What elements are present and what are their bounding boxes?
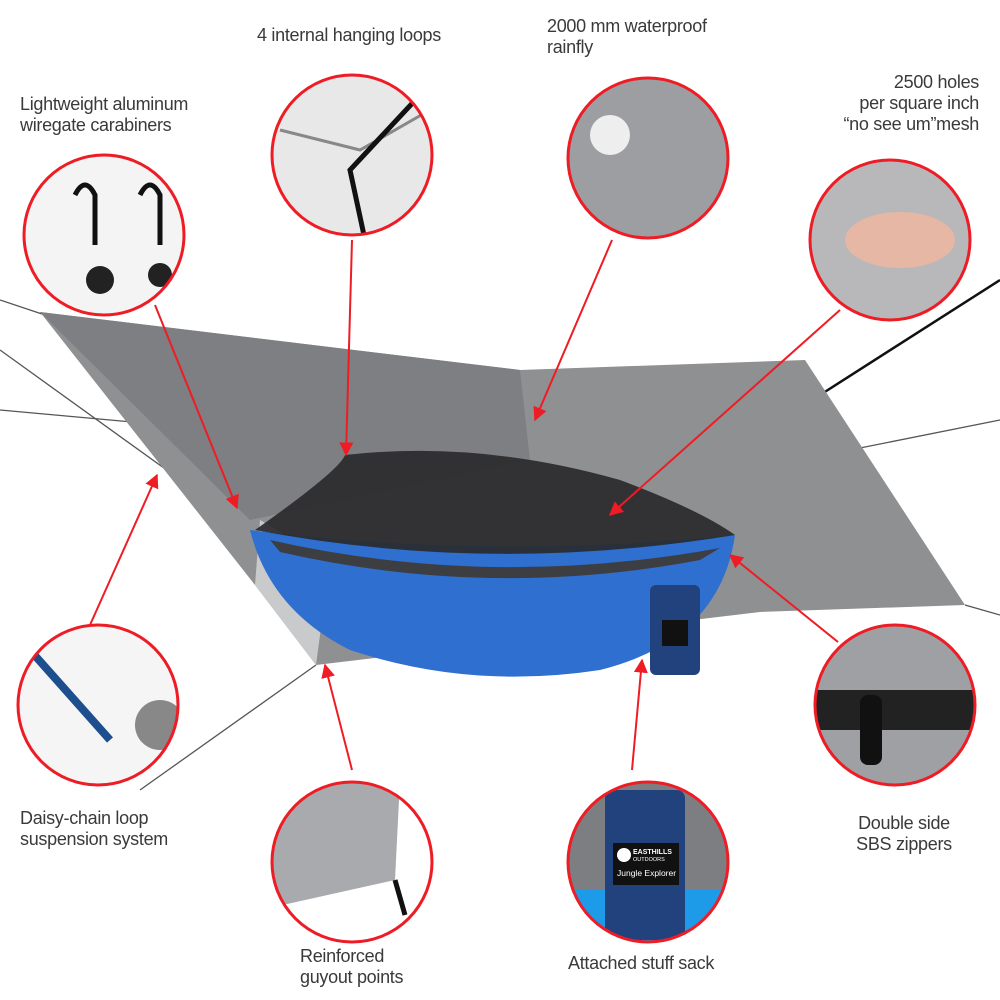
detail-zippers [813,623,977,787]
label-line: 2000 mm waterproof [547,16,707,36]
label-daisy-chain: Daisy-chain loop suspension system [20,808,168,850]
label-line: Daisy-chain loop [20,808,149,828]
arrow-guyout [321,663,353,771]
label-carabiners: Lightweight aluminum wiregate carabiners [20,94,188,136]
hammock-edge [270,540,720,579]
label-hanging-loops: 4 internal hanging loops [257,25,441,46]
label-line: rainfly [547,37,593,57]
brand-name: EASTHILLS [633,849,672,856]
detail-guyout [270,780,434,944]
product-name: Jungle Explorer [617,868,676,878]
label-line: 2500 holes [893,72,979,92]
label-zippers: Double side SBS zippers [845,813,963,855]
label-line: 4 internal hanging loops [257,25,441,45]
arrow-stuff-sack [631,658,648,771]
label-rainfly: 2000 mm waterproof rainfly [547,16,707,58]
label-guyout: Reinforced guyout points [300,946,403,988]
detail-rainfly [566,76,730,240]
label-line: Double side [858,813,950,833]
detail-stuff-sack: EASTHILLS OUTDOORS Jungle Explorer [566,780,730,944]
label-line: per square inch [859,93,979,113]
brand-logo-icon [617,848,631,862]
arrow-rainfly [533,239,613,422]
brand-subname: OUTDOORS [633,857,665,863]
label-stuff-sack: Attached stuff sack [568,953,714,974]
stuff-sack-tag [662,620,688,646]
callout-arrows [89,239,841,771]
label-line: Reinforced [300,946,385,966]
arrow-carabiners [154,304,239,510]
arrow-mesh [608,309,841,516]
label-line: suspension system [20,829,168,849]
label-line: “no see um”mesh [843,114,979,134]
detail-carabiners [22,153,186,317]
label-line: SBS zippers [856,834,952,854]
detail-daisy-chain [16,623,180,787]
detail-mesh [808,158,972,322]
label-line: Lightweight aluminum [20,94,189,114]
label-line: guyout points [300,967,404,987]
arrow-zippers [728,554,839,643]
arrow-hanging-loops [339,239,354,457]
detail-hanging-loops [270,73,434,237]
label-line: Attached stuff sack [568,953,715,973]
label-mesh: 2500 holes per square inch “no see um”me… [843,72,979,135]
bug-net [255,450,735,554]
label-line: wiregate carabiners [20,115,172,135]
arrow-daisy-chain [89,473,159,626]
